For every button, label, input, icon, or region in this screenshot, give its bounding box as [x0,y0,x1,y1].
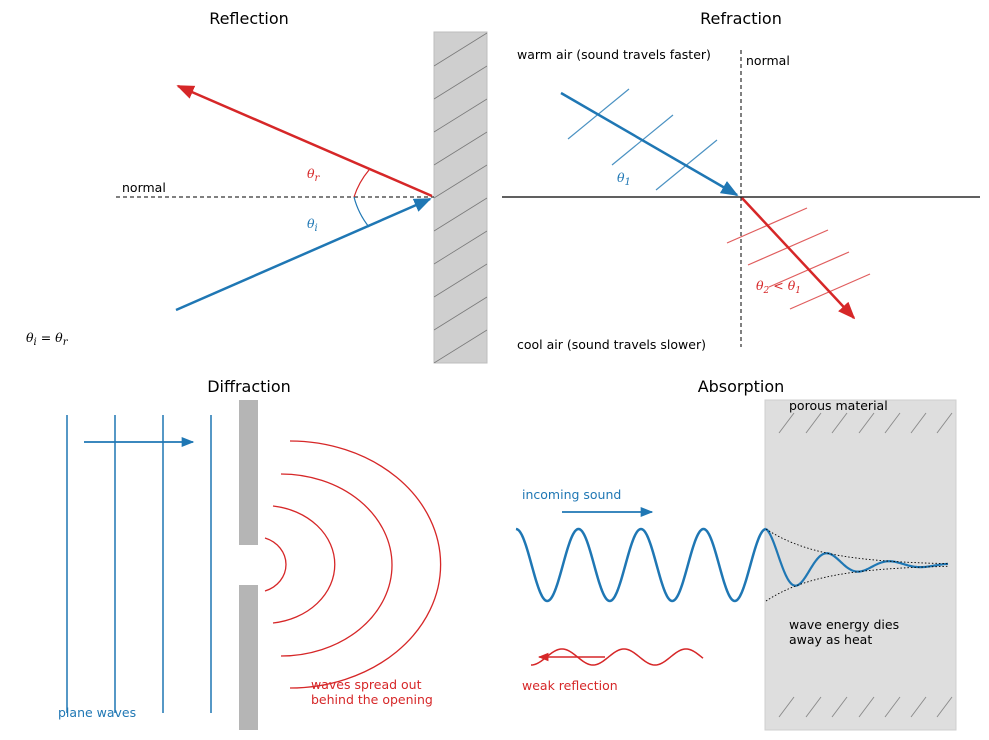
theta-1-label: θ1 [617,170,631,188]
reflection-panel: Reflection normal θr θi θi = θr [26,9,488,364]
damped-wave [765,528,949,587]
warm-air-label: warm air (sound travels faster) [517,47,711,62]
theta-r-label: θr [307,166,321,184]
reflection-normal-label: normal [122,180,166,195]
reflected-ray [176,84,433,198]
diffraction-title: Diffraction [207,377,291,396]
porous-material-label: porous material [789,398,888,413]
porous-material [764,399,957,731]
reflection-title: Reflection [209,9,289,28]
incoming-sound-label: incoming sound [522,487,621,502]
diffraction-panel: Diffraction plane waves waves spread out… [58,377,442,730]
plane-wavefronts [66,415,212,713]
barrier-top [239,400,258,545]
energy-label-line1: wave energy dies [789,617,899,632]
cool-air-label: cool air (sound travels slower) [517,337,706,352]
weak-reflection-wave [530,648,704,666]
refraction-normal-label: normal [746,53,790,68]
weak-reflection-label: weak reflection [522,678,618,693]
theta-i-label: θi [307,216,318,234]
incidence-angle-arc [353,196,370,228]
material-hatching-top [778,412,953,434]
reflection-law: θi = θr [26,330,69,348]
refracted-ray [741,197,856,320]
incoming-wave [515,527,767,603]
material-hatching-bottom [778,696,953,718]
refraction-panel: Refraction warm air (sound travels faste… [502,9,980,352]
absorption-title: Absorption [698,377,785,396]
plane-waves-label: plane waves [58,705,136,720]
refraction-title: Refraction [700,9,782,28]
spread-label-line2: behind the opening [311,692,433,707]
reflection-angle-arc [353,169,370,198]
incident-ray [560,91,739,197]
theta-2-label: θ2 < θ1 [756,278,801,296]
energy-label-line2: away as heat [789,632,872,647]
incident-ray [175,197,432,312]
barrier-bottom [239,585,258,730]
reflecting-wall [433,31,488,364]
diffracted-wavefronts [264,440,442,689]
absorption-panel: Absorption porous material incoming soun… [515,377,957,731]
spread-label-line1: waves spread out [311,677,422,692]
wall-hatching [434,32,487,363]
